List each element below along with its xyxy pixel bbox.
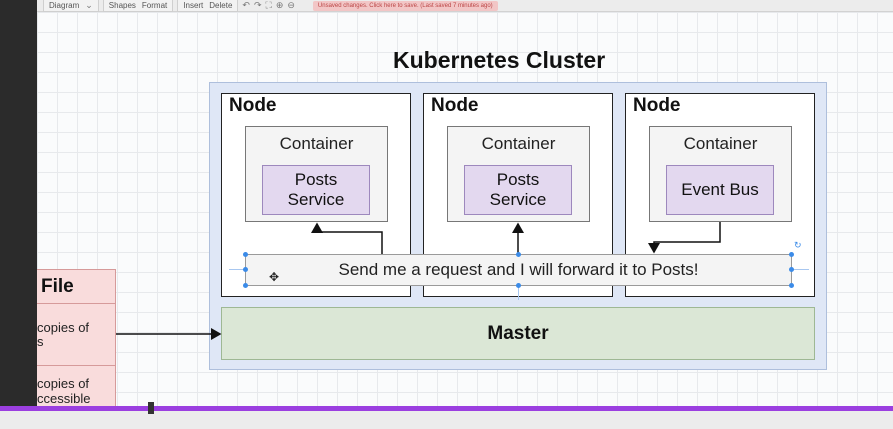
node-label: Node — [431, 95, 479, 116]
edit-group: Insert Delete — [177, 0, 239, 12]
posts-service-box[interactable]: Posts Service — [464, 165, 572, 215]
resize-handle[interactable] — [789, 283, 794, 288]
chevron-down-icon: ⌄ — [85, 0, 93, 10]
bottom-strip — [0, 411, 893, 429]
service-label-line2: Service — [287, 190, 345, 209]
left-sidebar-dark — [0, 0, 37, 429]
file-panel-title: File — [41, 276, 74, 297]
zoom-out-icon[interactable]: ⊖ — [287, 0, 295, 10]
container-label: Container — [279, 134, 354, 153]
service-label-line1: Posts — [496, 170, 540, 189]
banner-label: Send me a request and I will forward it … — [338, 260, 699, 279]
connector-node1-to-posts — [311, 222, 383, 254]
alignment-guide — [518, 286, 519, 300]
fit-page-icon[interactable]: ⛶ — [265, 0, 272, 10]
container-box[interactable]: Container Posts Service — [447, 126, 590, 222]
rotate-handle-icon[interactable]: ↻ — [794, 240, 802, 250]
delete-button[interactable]: Delete — [209, 0, 233, 10]
resize-handle[interactable] — [243, 267, 248, 272]
toolbar: Diagram ⌄ Shapes Format Insert Delete ↶ … — [37, 0, 893, 12]
insert-button[interactable]: Insert — [183, 0, 204, 10]
event-bus-label: Event Bus — [681, 180, 759, 199]
connector-eventbus-down — [648, 222, 721, 254]
unsaved-changes-notice[interactable]: Unsaved changes. Click here to save. (La… — [312, 0, 498, 11]
file-panel-divider — [37, 365, 115, 366]
progress-scrubber[interactable] — [148, 402, 154, 414]
file-panel-line: s — [37, 334, 44, 349]
master-label: Master — [487, 322, 549, 344]
service-label-line2: Service — [489, 190, 547, 209]
alignment-guide — [793, 269, 809, 270]
diagram-menu[interactable]: Diagram ⌄ — [43, 0, 99, 12]
shapes-button[interactable]: Shapes — [108, 0, 136, 10]
resize-handle[interactable] — [516, 252, 521, 257]
master-box[interactable]: Master — [221, 307, 815, 360]
file-panel-line: copies of — [37, 376, 90, 391]
file-panel-box[interactable]: File copies of s copies of ccessible vor… — [37, 269, 116, 429]
node-label: Node — [229, 95, 277, 116]
undo-icon[interactable]: ↶ — [242, 0, 250, 10]
service-label-line1: Posts — [294, 170, 338, 189]
container-box[interactable]: Container Posts Service — [245, 126, 388, 222]
resize-handle[interactable] — [516, 283, 521, 288]
resize-handle[interactable] — [243, 283, 248, 288]
alignment-guide — [229, 269, 245, 270]
resize-handle[interactable] — [789, 267, 794, 272]
file-panel-line: ccessible — [37, 391, 91, 406]
move-cursor-icon: ✥ — [269, 270, 280, 284]
resize-handle[interactable] — [243, 252, 248, 257]
file-panel-divider — [37, 303, 115, 304]
diagram-title[interactable]: Kubernetes Cluster — [393, 47, 606, 73]
format-button[interactable]: Format — [141, 0, 168, 10]
container-label: Container — [683, 134, 758, 153]
posts-service-box[interactable]: Posts Service — [262, 165, 370, 215]
redo-icon[interactable]: ↷ — [253, 0, 262, 10]
resize-handle[interactable] — [789, 252, 794, 257]
diagram-menu-label: Diagram — [49, 0, 80, 10]
container-label: Container — [481, 134, 556, 153]
zoom-in-icon[interactable]: ⊕ — [275, 0, 284, 10]
event-bus-box[interactable]: Event Bus — [666, 165, 774, 215]
view-group: Shapes Format — [102, 0, 174, 12]
selected-text-banner[interactable]: Send me a request and I will forward it … — [245, 254, 792, 286]
video-progress-bar[interactable] — [0, 406, 893, 411]
container-box[interactable]: Container Event Bus — [649, 126, 792, 222]
node-label: Node — [633, 95, 681, 116]
file-panel-line: copies of — [37, 320, 90, 335]
